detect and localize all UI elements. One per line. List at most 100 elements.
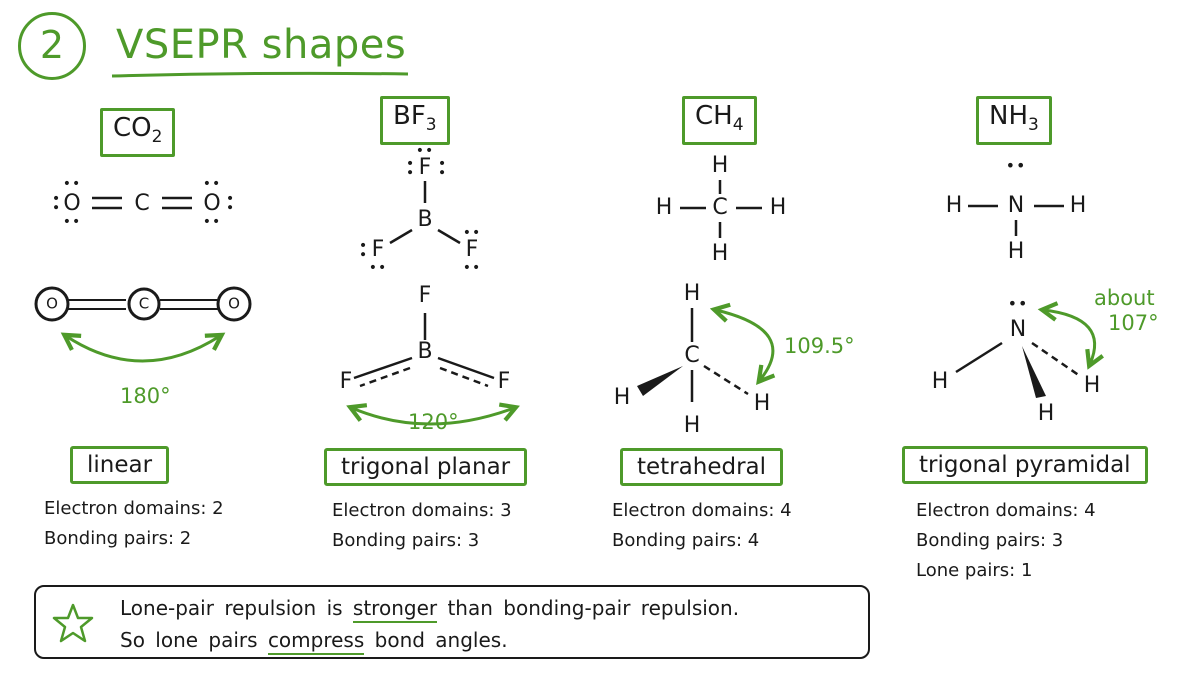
nh3-3d-h-wedge: H: [1037, 401, 1055, 426]
ch4-lewis-h-top: H: [711, 153, 729, 178]
nh3-3d-bonds: [955, 341, 1081, 378]
formula-ch4: CH4: [682, 96, 757, 146]
info-line: Bonding pairs: 3: [332, 530, 480, 551]
shape-label-linear: linear: [70, 446, 170, 484]
bf3-lewis-f-left: F: [371, 237, 385, 262]
lone-pair-dots: ••: [401, 158, 417, 178]
nh3-lewis-h-left: H: [945, 193, 963, 218]
note-text-part: Lone-pair repulsion is: [120, 596, 353, 620]
formula-bf3: BF3: [380, 96, 450, 146]
co2-lewis-o-left: O: [63, 191, 81, 216]
info-line: Electron domains: 2: [44, 498, 224, 519]
co2-ball-model: [34, 286, 252, 322]
co2-ball-o-left: O: [46, 294, 58, 313]
lone-pair-dots: ••: [1007, 294, 1029, 313]
lone-pair-dots: ••: [47, 193, 63, 213]
ch4-angle-arrow: [716, 310, 773, 380]
ch4-3d-h-dash: H: [753, 391, 771, 416]
nh3-wedge-bond: [1022, 346, 1046, 398]
lone-pair-dots: ••: [221, 193, 237, 213]
nh3-angle-label: about 107°: [1090, 286, 1159, 336]
shape-label-trigonal-planar: trigonal planar: [324, 448, 528, 486]
title-underline: [111, 71, 409, 78]
lone-pair-dots: ••: [202, 176, 222, 192]
bf3-lewis-b: B: [417, 207, 433, 232]
co2-ball-o-right: O: [228, 294, 240, 313]
nh3-3d-n: N: [1009, 317, 1027, 342]
ch4-wedge-bond: [637, 366, 683, 396]
nh3-3d-h-left: H: [931, 369, 949, 394]
note-line-2: So lone pairs compress bond angles.: [120, 624, 739, 656]
lone-pair-dots: ••: [462, 260, 482, 276]
lone-pair-dots: ••: [462, 225, 482, 241]
nh3-info: Electron domains: 4 Bonding pairs: 3 Lon…: [916, 496, 1096, 586]
lone-pair-dots: ••: [1005, 156, 1027, 175]
co2-lewis-c: C: [134, 191, 150, 216]
nh3-angle-arrow: [1044, 310, 1095, 364]
ch4-info: Electron domains: 4 Bonding pairs: 4: [612, 496, 792, 556]
ch4-3d-h-bottom: H: [683, 413, 701, 438]
section-number: 2: [18, 12, 86, 80]
ch4-3d-c: C: [684, 343, 700, 368]
bf3-3d-f-top: F: [418, 283, 432, 308]
ch4-lewis-h-right: H: [769, 195, 787, 220]
ch4-lewis-h-bottom: H: [711, 241, 729, 266]
nh3-angle-prefix: about: [1094, 286, 1155, 310]
info-line: Electron domains: 4: [612, 500, 792, 521]
nh3-lewis-n: N: [1007, 193, 1025, 218]
ch4-3d-bonds: [690, 308, 749, 402]
info-line: Bonding pairs: 4: [612, 530, 760, 551]
bf3-lewis-f-top: F: [418, 155, 432, 180]
shape-label-trigonal-pyramidal: trigonal pyramidal: [902, 446, 1148, 484]
ch4-3d-h-top: H: [683, 281, 701, 306]
info-line: Lone pairs: 1: [916, 560, 1033, 581]
note-line-1: Lone-pair repulsion is stronger than bon…: [120, 592, 739, 624]
note-emphasis-stronger: stronger: [352, 596, 438, 623]
bf3-3d-bonds: [353, 313, 495, 388]
lone-pair-dots: ••: [62, 214, 82, 230]
note-text-part: So lone pairs: [120, 628, 268, 652]
formula-nh3: NH3: [976, 96, 1052, 146]
lone-pair-dots: ••: [354, 240, 370, 260]
page-title: VSEPR shapes: [116, 22, 407, 68]
lone-pair-dots: ••: [368, 260, 388, 276]
nh3-lewis-h-bottom: H: [1007, 239, 1025, 264]
lone-pair-dots: ••: [62, 176, 82, 192]
info-line: Bonding pairs: 2: [44, 528, 192, 549]
note-text-part: than bonding-pair repulsion.: [437, 596, 740, 620]
note-text-part: bond angles.: [364, 628, 508, 652]
bf3-3d-f-left: F: [339, 369, 353, 394]
bf3-3d-b: B: [417, 339, 433, 364]
bf3-3d-f-right: F: [497, 369, 511, 394]
note-text: Lone-pair repulsion is stronger than bon…: [120, 592, 739, 656]
co2-ball-c: C: [138, 294, 150, 313]
bf3-angle-label: 120°: [408, 410, 459, 434]
bf3-angle-arrow: [352, 408, 514, 426]
ch4-lewis-bonds: [680, 180, 762, 238]
nh3-lewis-h-right: H: [1069, 193, 1087, 218]
note-box: [34, 585, 870, 659]
bf3-info: Electron domains: 3 Bonding pairs: 3: [332, 496, 512, 556]
co2-lewis-bonds: [92, 196, 192, 210]
nh3-3d-h-dash: H: [1083, 373, 1101, 398]
ch4-lewis-c: C: [712, 195, 728, 220]
bf3-lewis-f-right: F: [465, 237, 479, 262]
note-emphasis-compress: compress: [267, 628, 365, 655]
co2-angle-arrow: [66, 336, 220, 363]
star-icon: [52, 603, 94, 643]
ch4-lewis-h-left: H: [655, 195, 673, 220]
bf3-lewis-bonds: [389, 181, 461, 245]
nh3-lewis-bonds: [968, 204, 1064, 236]
co2-lewis-o-right: O: [203, 191, 221, 216]
shape-label-tetrahedral: tetrahedral: [620, 448, 784, 486]
info-line: Bonding pairs: 3: [916, 530, 1064, 551]
nh3-angle-value: 107°: [1108, 311, 1159, 336]
co2-info: Electron domains: 2 Bonding pairs: 2: [44, 494, 224, 554]
ch4-angle-label: 109.5°: [784, 334, 855, 358]
info-line: Electron domains: 3: [332, 500, 512, 521]
co2-angle-label: 180°: [120, 384, 171, 408]
ch4-3d-h-wedge: H: [613, 385, 631, 410]
formula-co2: CO2: [100, 108, 176, 158]
